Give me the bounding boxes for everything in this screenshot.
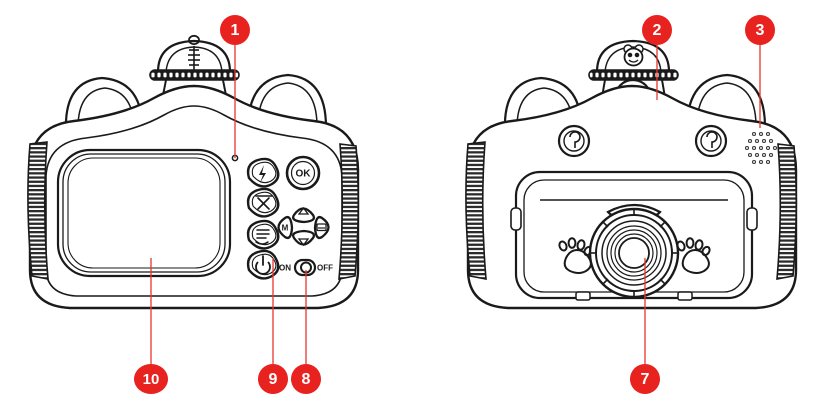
- switch-on-label: ON: [279, 264, 291, 273]
- callout-badge-9: [258, 364, 288, 394]
- callout-number-7: 7: [641, 371, 650, 388]
- callout-number-10: 10: [143, 371, 160, 388]
- delete-button[interactable]: [246, 187, 280, 218]
- dpad-right-playback[interactable]: [313, 215, 330, 240]
- callout-8: 8: [291, 270, 321, 394]
- svg-text:M: M: [282, 224, 289, 233]
- callout-number-9: 9: [269, 371, 278, 388]
- callout-badge-8: [291, 364, 321, 394]
- callout-3: 3: [745, 15, 775, 128]
- lcd-screen[interactable]: [56, 148, 232, 278]
- power-switch[interactable]: ON OFF: [279, 258, 333, 277]
- callout-badge-2: [642, 15, 672, 45]
- dpad[interactable]: M: [277, 206, 330, 247]
- rear-view-group: OK M: [27, 34, 360, 310]
- dpad-left-mode[interactable]: M: [277, 215, 294, 240]
- ok-button[interactable]: OK: [285, 155, 321, 191]
- callout-7: 7: [630, 258, 660, 394]
- bear-face-ornament: [623, 44, 644, 67]
- speaker-grille: [744, 131, 778, 165]
- bear-ears-rear: [64, 73, 328, 132]
- callout-layer: 1 2 3 7 8 9 10: [134, 15, 775, 394]
- callout-number-3: 3: [756, 22, 765, 39]
- callout-10: 10: [134, 258, 168, 394]
- switch-off-label: OFF: [317, 264, 333, 273]
- side-grip-left-front: [465, 141, 487, 280]
- callout-2: 2: [642, 15, 672, 100]
- ok-button-label: OK: [296, 169, 312, 180]
- side-grip-right-rear: [338, 143, 360, 280]
- flash-button[interactable]: [246, 157, 280, 188]
- camera-body-rear-inner: [45, 105, 343, 297]
- callout-number-2: 2: [653, 22, 662, 39]
- dpad-up[interactable]: [291, 206, 316, 224]
- dpad-down[interactable]: [291, 229, 316, 247]
- eye-left: [557, 124, 591, 158]
- callout-1: 1: [220, 15, 250, 158]
- callout-number-8: 8: [302, 371, 311, 388]
- effects-button[interactable]: [246, 219, 280, 250]
- side-grip-right-front: [776, 143, 798, 280]
- callout-badge-7: [630, 364, 660, 394]
- callout-9: 9: [258, 258, 288, 394]
- front-view-group: [465, 39, 798, 310]
- side-grip-left-rear: [27, 141, 49, 280]
- callout-badge-3: [745, 15, 775, 45]
- callout-badge-1: [220, 15, 250, 45]
- callout-badge-10: [134, 364, 168, 394]
- callout-number-1: 1: [231, 22, 240, 39]
- main-camera-lens: [588, 203, 680, 299]
- eye-right: [694, 124, 728, 158]
- power-button[interactable]: [246, 249, 280, 280]
